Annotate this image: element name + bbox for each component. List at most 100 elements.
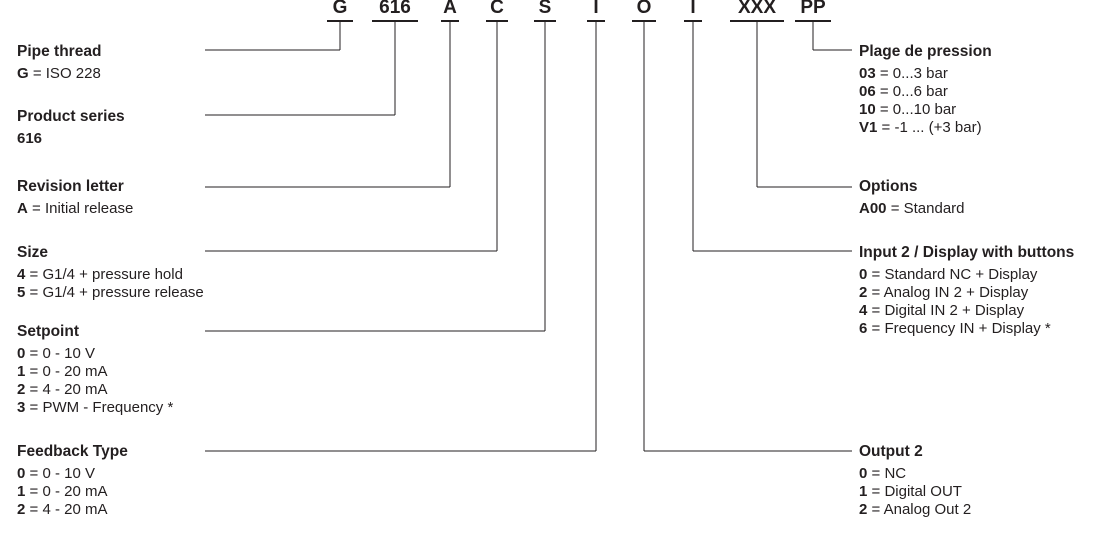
- legend-key: 6: [859, 320, 868, 337]
- legend-title: Product series: [17, 108, 125, 125]
- legend-key: G: [17, 65, 29, 82]
- code-underline: [441, 20, 459, 22]
- legend-title: Revision letter: [17, 178, 124, 195]
- legend-value: = Digital OUT: [867, 483, 962, 500]
- code-underline: [372, 20, 418, 22]
- legend-row: 4 = G1/4 + pressure hold: [17, 266, 204, 284]
- legend-row: 6 = Frequency IN + Display *: [859, 320, 1074, 338]
- legend-value: = -1 ... (+3 bar): [877, 119, 982, 136]
- legend-key: 0: [859, 266, 868, 283]
- legend-key: A00: [859, 200, 887, 217]
- legend-key: 4: [859, 302, 868, 319]
- legend-row: G = ISO 228: [17, 65, 101, 83]
- legend-key: 3: [17, 399, 26, 416]
- code-segment: O: [636, 0, 652, 18]
- legend-key: 03: [859, 65, 876, 82]
- legend-value: = PWM - Frequency *: [25, 399, 174, 416]
- legend-value: = 0...3 bar: [875, 65, 948, 82]
- legend-row: 4 = Digital IN 2 + Display: [859, 302, 1074, 320]
- code-segment: A: [443, 0, 457, 18]
- legend-value: = ISO 228: [28, 65, 101, 82]
- legend-row: A00 = Standard: [859, 200, 965, 218]
- legend-row: 1 = Digital OUT: [859, 483, 971, 501]
- code-segment: I: [690, 0, 696, 18]
- legend-value: = 0 - 20 mA: [25, 483, 108, 500]
- legend-row: 10 = 0...10 bar: [859, 101, 992, 119]
- legend-key: 06: [859, 83, 876, 100]
- legend-value: = 4 - 20 mA: [25, 501, 108, 518]
- code-underline: [486, 20, 508, 22]
- legend-title: Options: [859, 178, 918, 195]
- legend-key: 2: [859, 501, 868, 518]
- legend-value: = NC: [867, 465, 907, 482]
- code-segment: C: [490, 0, 504, 18]
- code-segment: PP: [800, 0, 826, 18]
- legend-value: = Standard NC + Display: [867, 266, 1038, 283]
- code-underline: [587, 20, 605, 22]
- legend-key: A: [17, 200, 28, 217]
- legend-key: 0: [17, 345, 26, 362]
- legend-row: 0 = 0 - 10 V: [17, 465, 128, 483]
- legend-row: 0 = NC: [859, 465, 971, 483]
- legend-title: Pipe thread: [17, 43, 102, 60]
- left-legend-block: Product series 616: [17, 108, 125, 148]
- legend-row: 2 = Analog IN 2 + Display: [859, 284, 1074, 302]
- legend-value: = Initial release: [27, 200, 134, 217]
- code-segment: S: [538, 0, 552, 18]
- legend-row: A = Initial release: [17, 200, 133, 218]
- legend-row: 1 = 0 - 20 mA: [17, 483, 128, 501]
- legend-key: 1: [859, 483, 868, 500]
- legend-row: 5 = G1/4 + pressure release: [17, 284, 204, 302]
- legend-value: = 0...6 bar: [875, 83, 948, 100]
- code-segment: XXX: [737, 0, 777, 18]
- legend-title: Feedback Type: [17, 443, 128, 460]
- legend-value: = Standard: [886, 200, 965, 217]
- legend-key: 4: [17, 266, 26, 283]
- legend-row: 2 = 4 - 20 mA: [17, 501, 128, 519]
- legend-key: 5: [17, 284, 26, 301]
- legend-value: = G1/4 + pressure release: [25, 284, 204, 301]
- legend-key: 2: [17, 501, 26, 518]
- legend-key: 616: [17, 130, 43, 147]
- legend-row: V1 = -1 ... (+3 bar): [859, 119, 992, 137]
- legend-key: 0: [859, 465, 868, 482]
- code-underline: [730, 20, 784, 22]
- legend-key: 1: [17, 483, 26, 500]
- legend-row: 0 = Standard NC + Display: [859, 266, 1074, 284]
- legend-title: Output 2: [859, 443, 923, 460]
- legend-title: Setpoint: [17, 323, 79, 340]
- legend-key: V1: [859, 119, 878, 136]
- legend-row: 3 = PWM - Frequency *: [17, 399, 173, 417]
- legend-title: Size: [17, 244, 49, 261]
- legend-value: = Digital IN 2 + Display: [867, 302, 1025, 319]
- legend-key: 0: [17, 465, 26, 482]
- code-underline: [534, 20, 556, 22]
- legend-row: 2 = 4 - 20 mA: [17, 381, 173, 399]
- code-underline: [632, 20, 656, 22]
- code-segment: 616: [379, 0, 411, 18]
- code-underline: [327, 20, 353, 22]
- legend-value: = 0 - 10 V: [25, 345, 95, 362]
- legend-value: = 0...10 bar: [875, 101, 957, 118]
- legend-value: = 4 - 20 mA: [25, 381, 108, 398]
- legend-value: = Analog IN 2 + Display: [867, 284, 1029, 301]
- legend-value: = 0 - 20 mA: [25, 363, 108, 380]
- legend-key: 10: [859, 101, 876, 118]
- legend-key: 2: [17, 381, 26, 398]
- legend-row: 1 = 0 - 20 mA: [17, 363, 173, 381]
- code-underline: [795, 20, 831, 22]
- legend-value: = G1/4 + pressure hold: [25, 266, 183, 283]
- legend-key: 2: [859, 284, 868, 301]
- legend-row: 06 = 0...6 bar: [859, 83, 992, 101]
- code-segment: I: [593, 0, 599, 18]
- legend-title: Plage de pression: [859, 43, 992, 60]
- legend-row: 03 = 0...3 bar: [859, 65, 992, 83]
